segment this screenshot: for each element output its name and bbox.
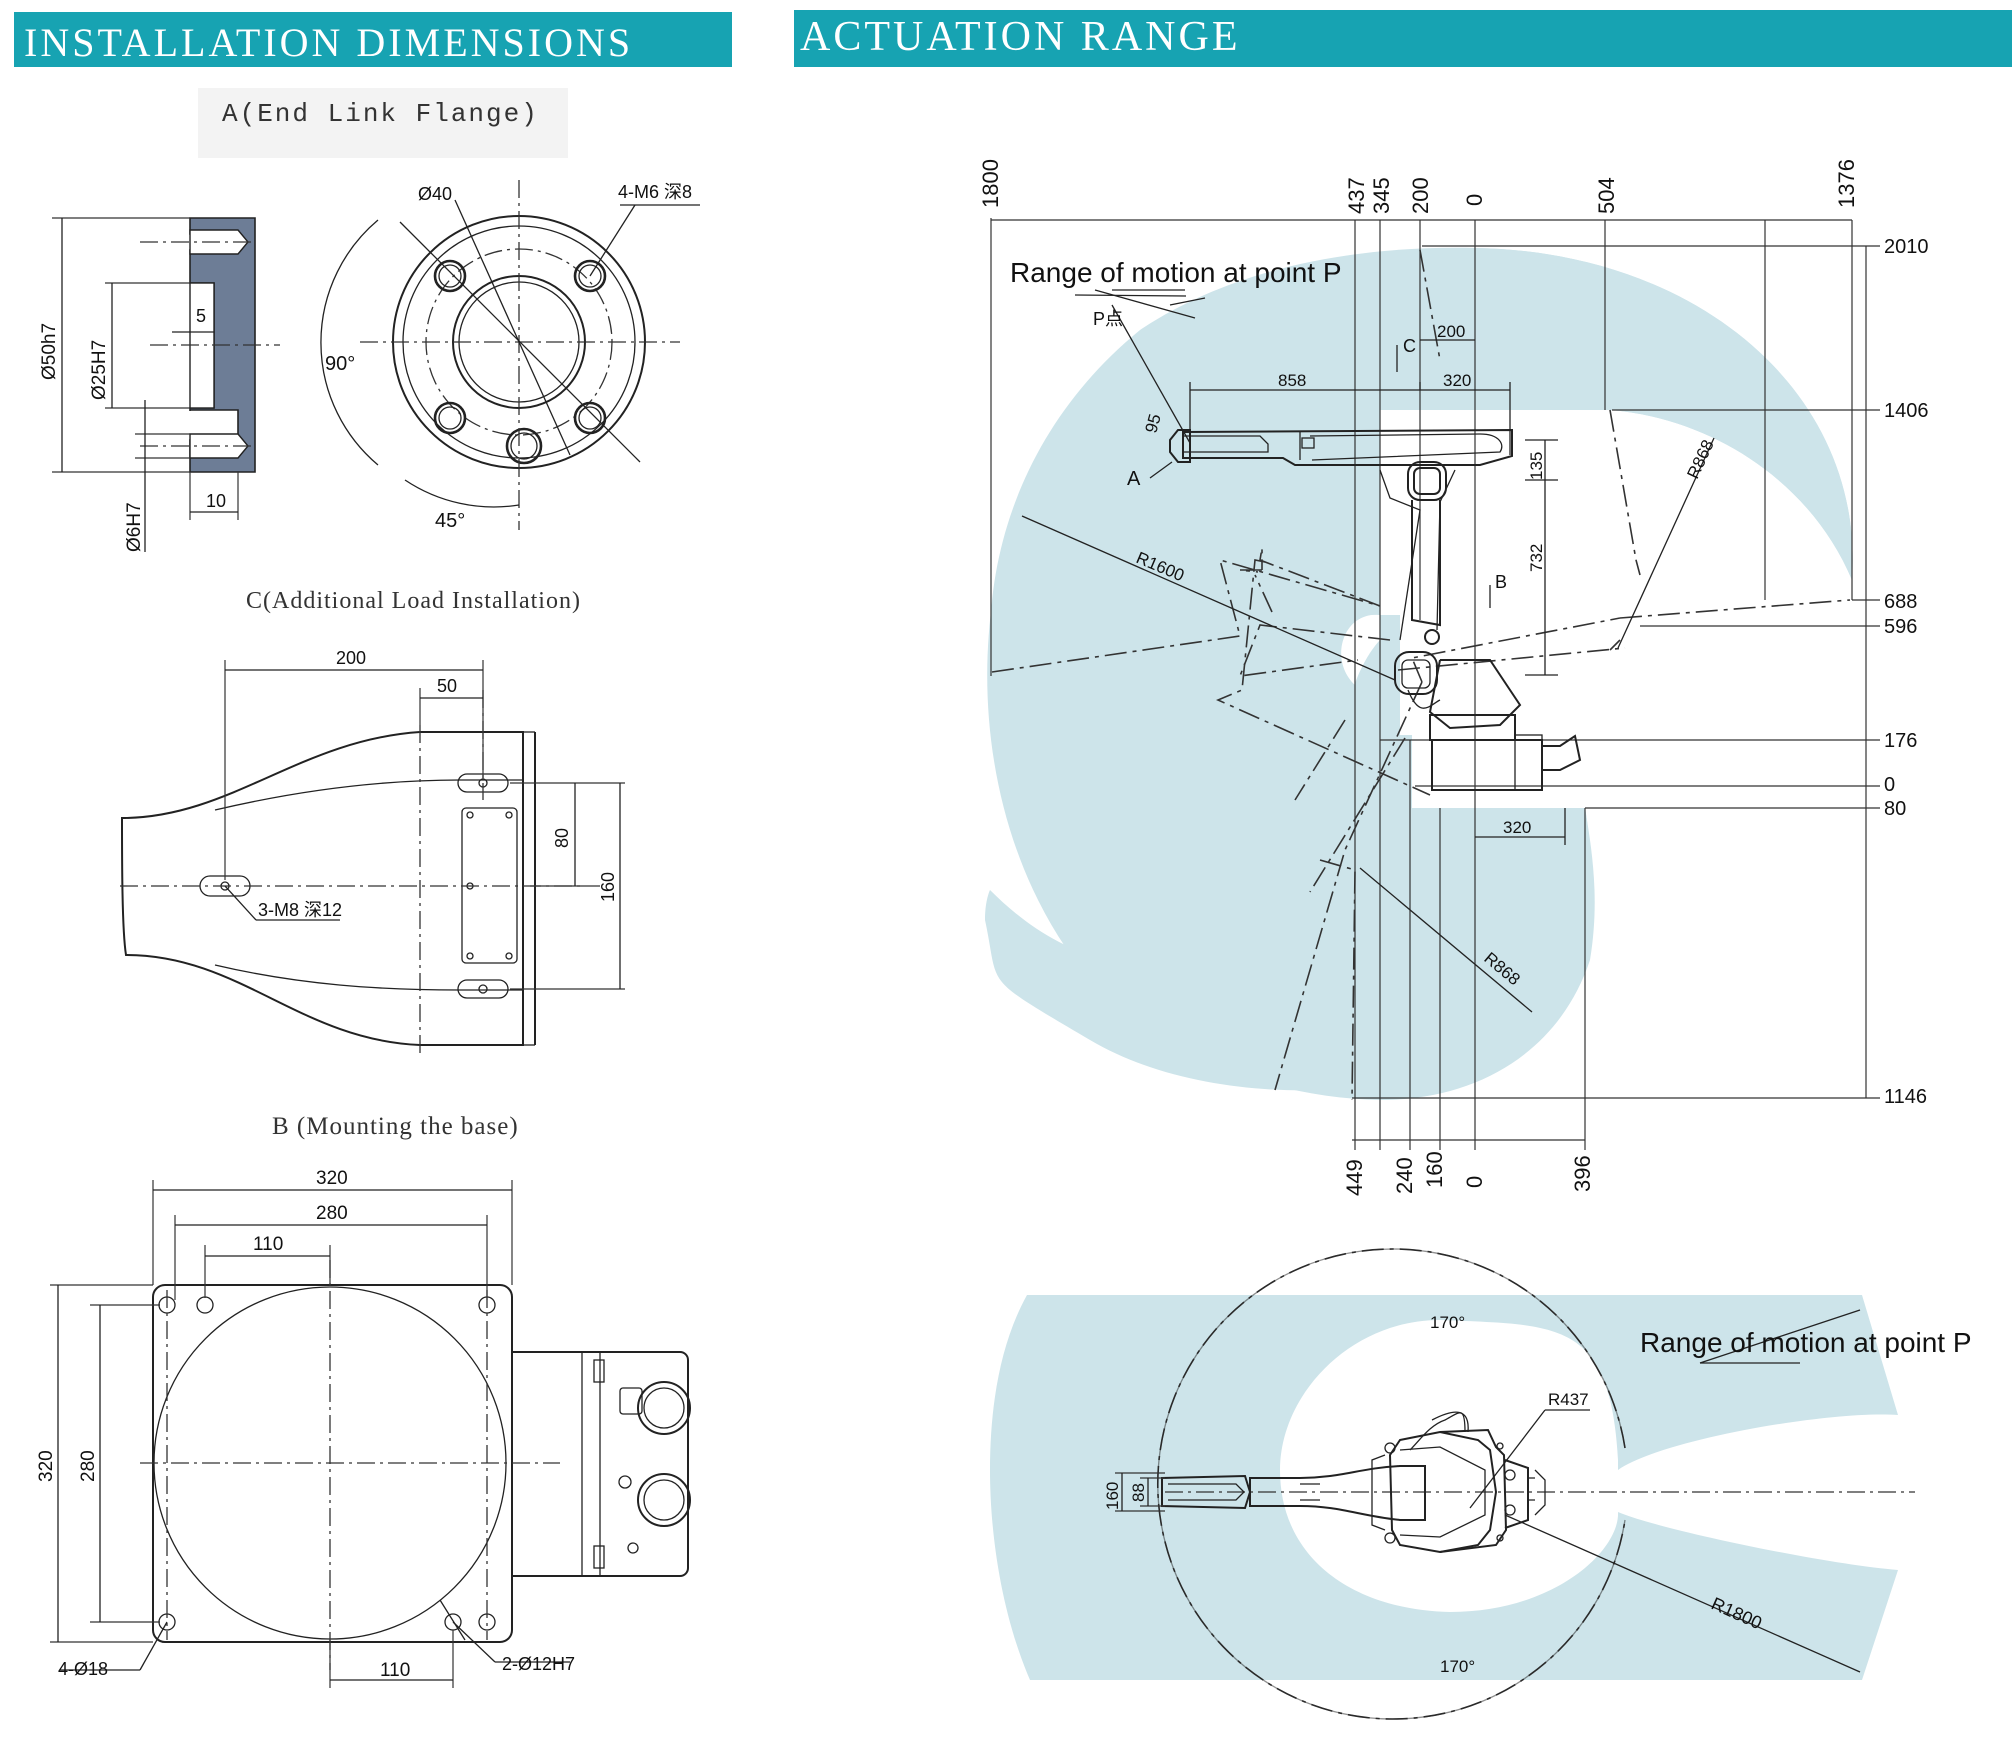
section-title-installation: INSTALLATION DIMENSIONS <box>14 12 732 67</box>
dim-base-320-left: 320 <box>36 1450 57 1482</box>
side-bottom-tick-240: 240 <box>1392 1157 1417 1194</box>
dim-base-280-top: 280 <box>316 1203 348 1224</box>
side-right-tick-1406: 1406 <box>1884 400 1929 422</box>
dim-flange-angle-90: 90° <box>325 353 355 375</box>
side-dim-200: 200 <box>1437 322 1465 341</box>
side-top-tick-345: 345 <box>1369 177 1394 214</box>
side-bottom-tick-0: 0 <box>1462 1176 1487 1188</box>
caption-end-link-flange: A(End Link Flange) <box>222 99 539 129</box>
top-angle-170-bottom: 170° <box>1440 1657 1475 1676</box>
flange-section-view: Ø50h7 Ø25H7 Ø6H7 5 10 <box>39 217 280 552</box>
dim-load-200: 200 <box>336 648 366 668</box>
dim-base-pins: 2-Ø12H7 <box>502 1654 575 1674</box>
side-top-tick-504: 504 <box>1594 177 1619 214</box>
side-top-tick-1376: 1376 <box>1834 159 1859 208</box>
side-right-tick-80: 80 <box>1884 798 1906 820</box>
side-bottom-tick-160: 160 <box>1422 1151 1447 1188</box>
side-right-tick-1146: 1146 <box>1884 1086 1927 1108</box>
side-robot-arm <box>1169 428 1582 791</box>
dim-load-160: 160 <box>598 872 618 902</box>
side-right-tick-0: 0 <box>1884 774 1895 796</box>
dim-flange-width: 10 <box>206 491 226 511</box>
side-label-a: A <box>1127 468 1141 490</box>
side-right-tick-688: 688 <box>1884 591 1917 613</box>
top-dim-r437: R437 <box>1548 1390 1589 1409</box>
section-title-actuation: ACTUATION RANGE <box>794 10 2012 67</box>
flange-front-view: Ø40 4-M6 深8 90° 45° <box>320 180 700 532</box>
side-dim-732: 732 <box>1527 544 1546 572</box>
side-right-tick-2010: 2010 <box>1884 236 1929 258</box>
top-range-zone <box>990 1295 1898 1680</box>
top-dim-160: 160 <box>1103 1482 1122 1510</box>
dim-base-110-bottom: 110 <box>380 1660 410 1681</box>
top-dim-88: 88 <box>1129 1483 1148 1502</box>
side-top-tick-0: 0 <box>1462 194 1487 206</box>
dim-flange-pin-dia: Ø6H7 <box>124 502 145 552</box>
side-dim-135: 135 <box>1527 452 1546 480</box>
side-view-actuation: Range of motion at point P P点 A B C 1800… <box>978 159 1929 1196</box>
dim-load-80: 80 <box>552 828 572 848</box>
dim-flange-bore-dia: Ø25H7 <box>89 340 110 400</box>
top-view-actuation: Range of motion at point P 170° 170° R43… <box>990 1248 1972 1720</box>
dim-flange-thread: 4-M6 深8 <box>618 182 692 202</box>
side-dim-r868-top: R868 <box>1683 437 1717 482</box>
side-dim-320-arm: 320 <box>1443 371 1471 390</box>
dim-base-110-top: 110 <box>253 1234 283 1255</box>
load-installation-view: 200 50 80 160 3-M8 深12 <box>120 648 625 1055</box>
dim-flange-angle-45: 45° <box>435 510 465 532</box>
caption-additional-load: C(Additional Load Installation) <box>246 588 581 614</box>
side-top-tick-437: 437 <box>1344 177 1369 214</box>
caption-mounting-base: B (Mounting the base) <box>272 1113 519 1140</box>
side-dim-95: 95 <box>1142 412 1165 435</box>
dim-load-thread: 3-M8 深12 <box>258 900 342 920</box>
side-bottom-tick-396: 396 <box>1570 1155 1595 1192</box>
base-mounting-view: 320 280 110 320 280 110 4-Ø18 2-Ø12H7 <box>36 1168 691 1688</box>
dim-flange-pcd-40: Ø40 <box>418 184 452 204</box>
dim-flange-depth: 5 <box>196 306 206 326</box>
side-dim-858: 858 <box>1278 371 1306 390</box>
dim-base-280-left: 280 <box>78 1450 99 1482</box>
side-top-tick-1800: 1800 <box>978 159 1003 208</box>
side-label-b: B <box>1495 572 1507 592</box>
top-robot-arm <box>1161 1411 1546 1554</box>
top-range-label: Range of motion at point P <box>1640 1327 1972 1358</box>
side-p-point-label: P点 <box>1093 309 1123 329</box>
dim-flange-outer-dia: Ø50h7 <box>39 323 60 380</box>
dim-load-50: 50 <box>437 676 457 696</box>
side-bottom-tick-449: 449 <box>1342 1159 1367 1196</box>
dim-base-holes: 4-Ø18 <box>58 1659 108 1679</box>
top-angle-170-top: 170° <box>1430 1313 1465 1332</box>
dim-base-320-top: 320 <box>316 1168 348 1189</box>
side-range-zone-outer <box>987 248 1853 1100</box>
side-right-tick-176: 176 <box>1884 730 1917 752</box>
side-label-c: C <box>1403 336 1416 356</box>
side-top-tick-200: 200 <box>1408 177 1433 214</box>
side-dim-320-base: 320 <box>1503 818 1531 837</box>
side-range-label: Range of motion at point P <box>1010 257 1342 288</box>
side-right-tick-596: 596 <box>1884 616 1917 638</box>
caption-a-background <box>198 88 568 158</box>
